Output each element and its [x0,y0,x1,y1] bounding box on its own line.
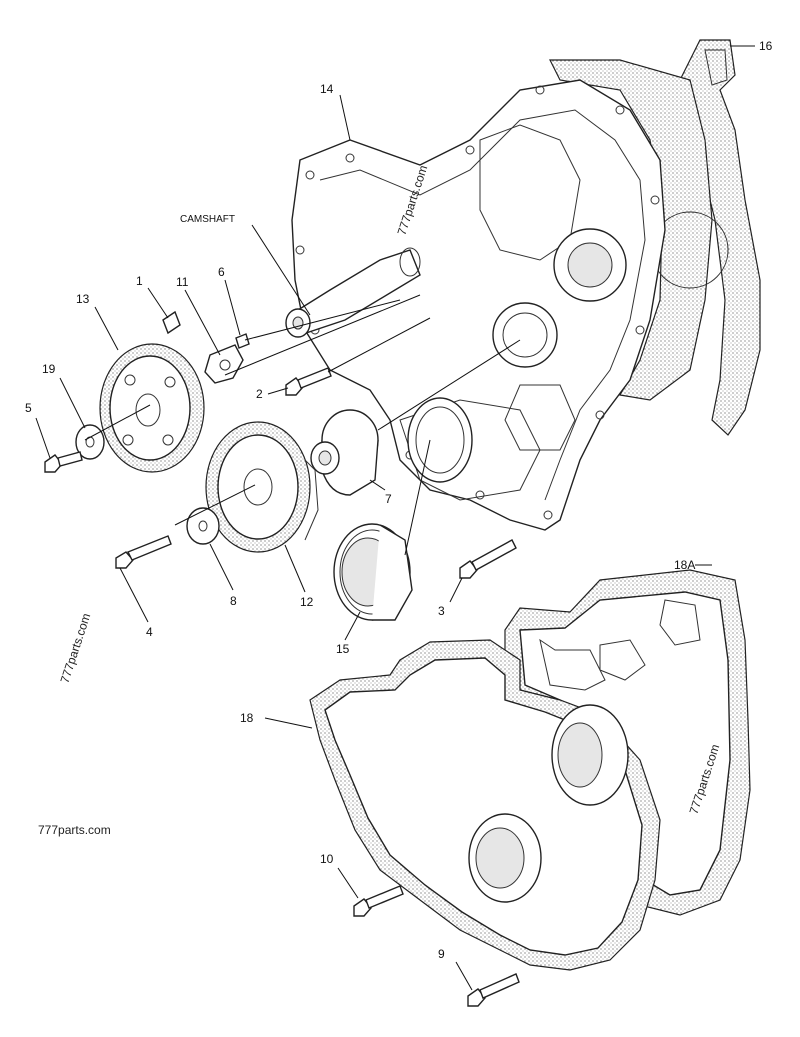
callout-6: 6 [218,265,225,279]
callout-11: 11 [176,275,189,289]
callout-4: 4 [146,625,153,639]
callout-9: 9 [438,947,445,961]
bolt-3 [459,539,517,579]
callout-2: 2 [256,387,263,401]
bolt-9 [467,973,520,1007]
gasket-18 [309,638,661,971]
callout-15: 15 [336,642,350,656]
callout-16: 16 [759,39,773,53]
bolt-2 [285,367,332,396]
callout-13: 13 [76,292,90,306]
callout-1: 1 [136,274,143,288]
gasket-16 [549,39,761,436]
washer-8 [186,507,220,545]
callout-14: 14 [320,82,334,96]
hub-7 [310,409,379,496]
bolt-4 [115,535,172,569]
housing-seal-ring [407,397,473,483]
callout-18: 18 [240,711,254,725]
callout-labels: 16 14 CAMSHAFT 1 6 11 13 19 5 2 7 8 12 4… [25,39,773,961]
gear-12 [205,421,319,553]
callout-10: 10 [320,852,334,866]
callout-7: 7 [385,492,392,506]
callout-18a: 18A [674,558,695,572]
callout-3: 3 [438,604,445,618]
callout-12: 12 [300,595,314,609]
camshaft [285,247,421,338]
bolt-5 [44,451,83,473]
timing-case-14 [291,79,666,531]
leader-lines [35,45,755,991]
watermark-left: 777parts.com [38,823,111,837]
gear-13 [99,343,205,473]
oil-seal-15 [333,523,413,621]
plate-11 [204,344,244,384]
dowel-6 [235,333,250,349]
callout-8: 8 [230,594,237,608]
camshaft-label: CAMSHAFT [180,214,235,225]
watermark-left-vertical: 777parts.com [58,611,94,684]
callout-5: 5 [25,401,32,415]
bolt-10 [353,885,404,917]
callout-19: 19 [42,362,56,376]
